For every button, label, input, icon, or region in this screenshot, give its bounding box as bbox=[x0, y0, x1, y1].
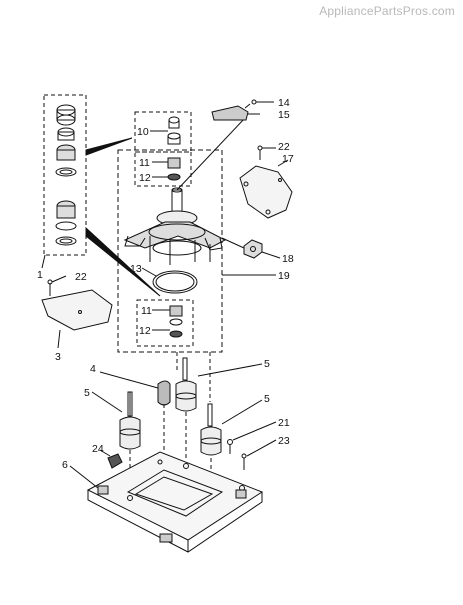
part-24-clip bbox=[99, 449, 123, 469]
spider-frame bbox=[123, 210, 227, 265]
part-17-gear-cover bbox=[239, 159, 293, 219]
callout-21: 21 bbox=[278, 417, 290, 429]
callout-11-lower: 11 bbox=[141, 305, 152, 317]
callout-13: 13 bbox=[130, 263, 142, 275]
callout-3: 3 bbox=[55, 351, 61, 363]
part-5-suspension-leg-right bbox=[200, 399, 263, 480]
part-19-drive-assembly-box bbox=[117, 149, 223, 353]
callout-14: 14 bbox=[278, 97, 290, 109]
part-6-base bbox=[69, 451, 264, 553]
callout-15: 15 bbox=[278, 109, 290, 121]
callout-10: 10 bbox=[137, 126, 149, 138]
part-22-screw-left bbox=[47, 275, 67, 296]
callout-6: 6 bbox=[62, 459, 68, 471]
callout-17: 17 bbox=[282, 153, 294, 165]
callout-19: 19 bbox=[278, 270, 290, 282]
part-1-bearing-kit bbox=[41, 94, 161, 297]
part-23-screw bbox=[241, 439, 277, 470]
callout-12-upper: 12 bbox=[139, 172, 151, 184]
part-11-bearing-upper bbox=[134, 151, 192, 187]
drive-shaft bbox=[171, 117, 246, 217]
callout-22-left: 22 bbox=[75, 271, 87, 283]
callout-18: 18 bbox=[282, 253, 294, 265]
callout-12-lower: 12 bbox=[139, 325, 151, 337]
part-14-screw bbox=[244, 99, 274, 109]
part-5-suspension-leg-left bbox=[91, 391, 141, 500]
callout-5-center: 5 bbox=[264, 358, 270, 370]
callout-11-upper: 11 bbox=[139, 157, 150, 169]
part-11-bearing-lower bbox=[136, 299, 194, 347]
callout-labels: 1 22 3 4 5 5 5 6 10 11 12 13 11 12 14 15… bbox=[37, 97, 294, 471]
part-22-screw-right bbox=[257, 145, 276, 160]
part-5-suspension-leg-center bbox=[175, 357, 263, 460]
part-10-seal-kit bbox=[134, 111, 192, 153]
watermark: AppliancePartsPros.com bbox=[319, 4, 455, 18]
part-18-nut bbox=[221, 237, 281, 259]
part-4-snubber bbox=[99, 371, 171, 462]
part-21-screw bbox=[227, 421, 277, 454]
callout-22-right: 22 bbox=[278, 141, 290, 153]
callout-5-left: 5 bbox=[84, 387, 90, 399]
callout-1: 1 bbox=[37, 269, 43, 281]
callout-4: 4 bbox=[90, 363, 96, 375]
callout-5-right: 5 bbox=[264, 393, 270, 405]
callout-23: 23 bbox=[278, 435, 290, 447]
part-13-ring bbox=[141, 267, 198, 294]
part-3-cover-plate bbox=[41, 289, 113, 349]
part-15-bracket bbox=[211, 105, 260, 121]
callout-24: 24 bbox=[92, 443, 104, 455]
